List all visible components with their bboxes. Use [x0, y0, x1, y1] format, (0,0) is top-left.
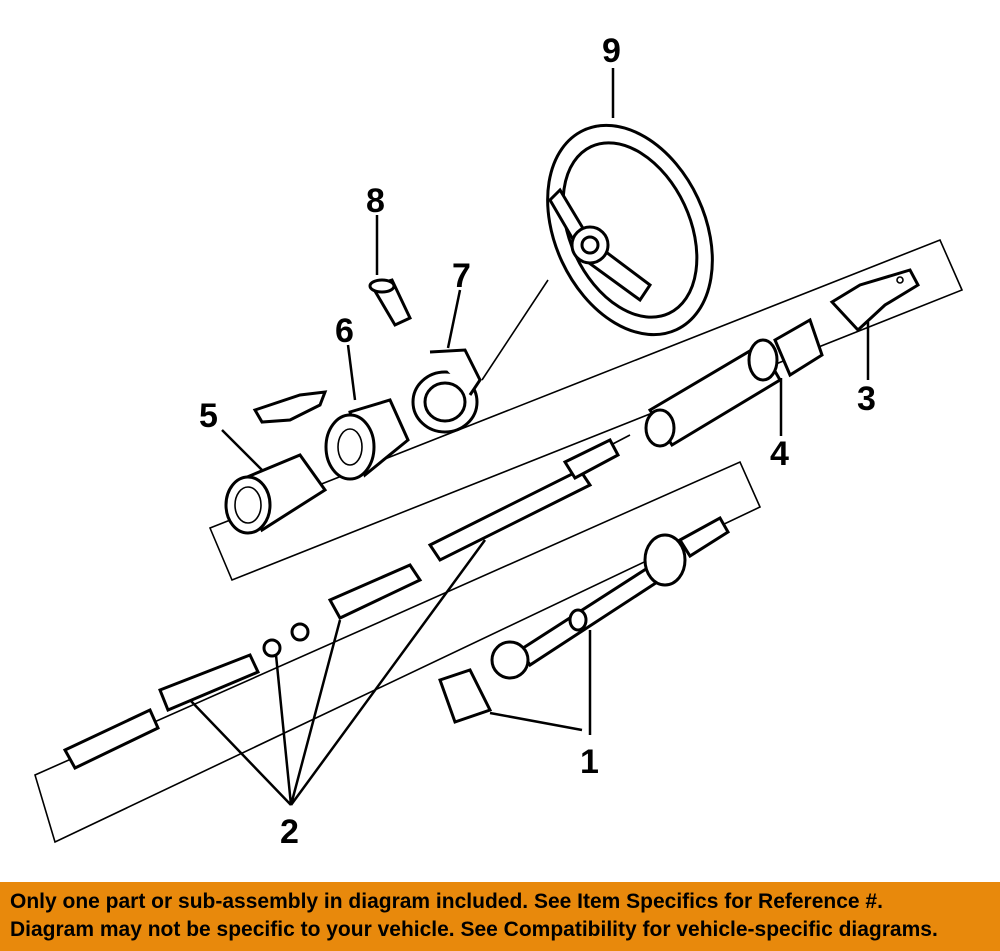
- leader-lines: [189, 68, 870, 806]
- callout-1: 1: [580, 743, 599, 781]
- part-6-bearing[interactable]: [324, 398, 410, 481]
- part-5-sleeve[interactable]: [224, 453, 328, 535]
- disclaimer-banner: Only one part or sub-assembly in diagram…: [0, 882, 1000, 951]
- steering-shaft[interactable]: [62, 438, 621, 770]
- steering-column-diagram: 9 8 7 6 5 3 4 1 2: [34, 32, 964, 851]
- part-1-shaft-assembly[interactable]: [438, 515, 731, 724]
- part-3-shaft-end[interactable]: [829, 268, 920, 333]
- callout-4: 4: [770, 435, 789, 473]
- steering-wheel[interactable]: [481, 99, 744, 381]
- callout-6: 6: [335, 312, 354, 350]
- callout-8: 8: [366, 182, 385, 220]
- lock-bracket[interactable]: [252, 390, 328, 424]
- callout-2: 2: [280, 813, 299, 851]
- callout-7: 7: [452, 257, 471, 295]
- callout-9: 9: [602, 32, 621, 70]
- part-4-column-jacket[interactable]: [581, 317, 824, 461]
- part-7-cancel-cam[interactable]: [411, 348, 482, 434]
- callout-3: 3: [857, 380, 876, 418]
- disclaimer-line-1: Only one part or sub-assembly in diagram…: [10, 890, 883, 913]
- lower-assembly-panel: [34, 460, 762, 844]
- part-8-bushing[interactable]: [368, 278, 413, 327]
- disclaimer-line-2: Diagram may not be specific to your vehi…: [10, 918, 938, 941]
- upper-assembly-panel: [208, 238, 964, 582]
- callout-5: 5: [199, 397, 218, 435]
